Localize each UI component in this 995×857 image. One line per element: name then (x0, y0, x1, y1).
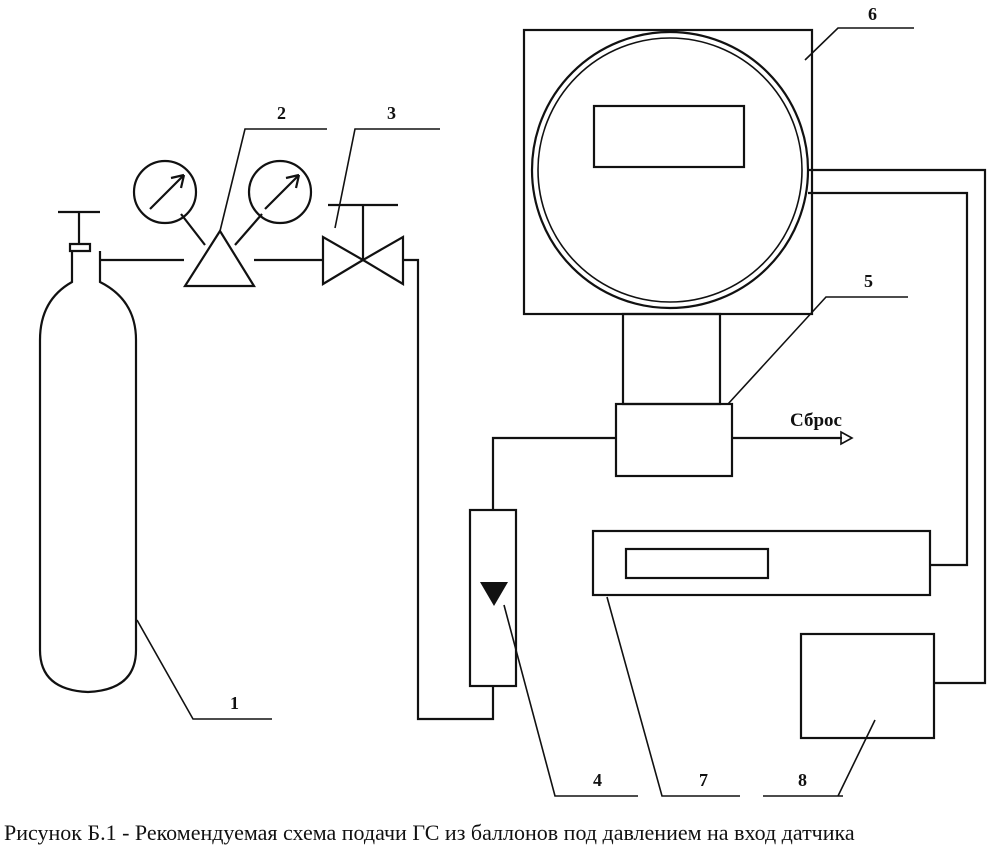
detector-display (592, 104, 746, 169)
gas-line-to-rotameter (403, 258, 495, 721)
callout-4: 4 (593, 770, 602, 790)
signal-line-inner (808, 191, 969, 567)
vent-outlet (732, 430, 854, 446)
callout-7: 7 (699, 770, 708, 790)
callout-1: 1 (230, 693, 239, 713)
rotameter (468, 508, 518, 688)
callout-leaders (136, 27, 914, 797)
vent-label: Сброс (790, 410, 842, 431)
callout-3: 3 (387, 103, 396, 123)
indicator-display (624, 547, 770, 580)
pressure-reducer (132, 159, 313, 288)
callout-8: 8 (798, 770, 807, 790)
flow-chamber (614, 402, 734, 478)
pressure-gauge-right (247, 159, 313, 225)
signal-line (808, 168, 987, 685)
indicator-unit (591, 529, 932, 597)
callout-5: 5 (864, 271, 873, 291)
pressure-gauge-left (132, 159, 198, 225)
recorder-unit (799, 632, 936, 740)
callout-2: 2 (277, 103, 286, 123)
figure-caption: Рисунок Б.1 - Рекомендуемая схема подачи… (4, 820, 855, 845)
gas-cylinder (38, 210, 138, 694)
gas-detector (522, 28, 814, 406)
gas-line-to-sensor (491, 436, 616, 510)
callout-6: 6 (868, 4, 877, 24)
shutoff-valve (321, 203, 405, 286)
